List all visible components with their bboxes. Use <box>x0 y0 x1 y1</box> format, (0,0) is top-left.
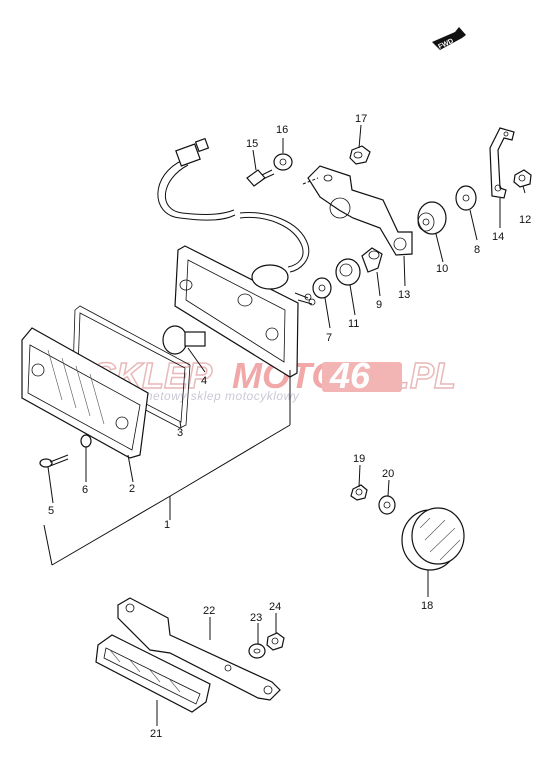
part-label: 24 <box>269 601 281 613</box>
watermark-badge <box>322 362 402 392</box>
wire-harness <box>157 137 310 273</box>
part-label: 5 <box>48 505 54 517</box>
part-label: 2 <box>129 483 135 495</box>
grommet-10 <box>417 201 447 235</box>
part-label: 20 <box>382 468 394 480</box>
part-label: 22 <box>203 605 215 617</box>
part-label: 17 <box>355 113 367 125</box>
fwd-arrow-icon: FWD <box>432 27 466 51</box>
part-label: 6 <box>82 484 88 496</box>
watermark: SKLEP MOTO 46 .PL internetowy sklep moto… <box>91 354 457 403</box>
spacer-9 <box>361 247 383 273</box>
lamp-housing <box>174 245 316 378</box>
reflector-bracket <box>117 597 281 701</box>
mounting-bracket <box>302 165 413 256</box>
part-label: 21 <box>150 728 162 740</box>
part-label: 19 <box>353 453 365 465</box>
nut-24 <box>266 632 285 651</box>
part-label: 23 <box>250 612 262 624</box>
wire-connector <box>175 143 201 167</box>
part-label: 15 <box>246 138 258 150</box>
part-label: 11 <box>348 318 359 330</box>
watermark-text-3: 46 <box>329 355 371 396</box>
part-label: 1 <box>164 519 170 531</box>
part-numbers: 1 2 3 4 5 6 7 8 9 10 11 12 13 14 15 16 1… <box>48 113 531 740</box>
nut-17 <box>349 145 371 165</box>
part-label: 12 <box>519 214 531 226</box>
washer-8 <box>455 185 477 211</box>
turn-signal-lens <box>21 327 149 459</box>
part-label: 16 <box>276 124 288 136</box>
part-label: 8 <box>474 244 480 256</box>
part-label: 18 <box>421 600 433 612</box>
part-label: 10 <box>436 263 448 275</box>
washer-23 <box>248 643 266 659</box>
bolt-15 <box>246 169 275 187</box>
grommet-11 <box>335 258 361 286</box>
side-reflector <box>95 634 211 713</box>
nut-12 <box>513 169 532 188</box>
bulb <box>162 325 206 355</box>
part-label: 7 <box>326 332 332 344</box>
round-reflector <box>401 507 465 571</box>
watermark-subtitle: internetowy sklep motocyklowy <box>120 389 300 403</box>
part-label: 4 <box>201 375 207 387</box>
screw <box>39 454 69 468</box>
washer-7 <box>312 277 332 299</box>
watermark-text-4: .PL <box>400 355 456 396</box>
leader-lines <box>43 124 526 726</box>
washer-6 <box>80 434 92 448</box>
nut-19 <box>350 484 368 501</box>
part-label: 14 <box>492 231 504 243</box>
part-label: 9 <box>376 299 382 311</box>
washer-20 <box>378 495 396 515</box>
part-label: 13 <box>398 289 410 301</box>
washer-16 <box>273 153 293 171</box>
part-label: 3 <box>177 427 183 439</box>
stay-bracket-14 <box>489 127 515 199</box>
